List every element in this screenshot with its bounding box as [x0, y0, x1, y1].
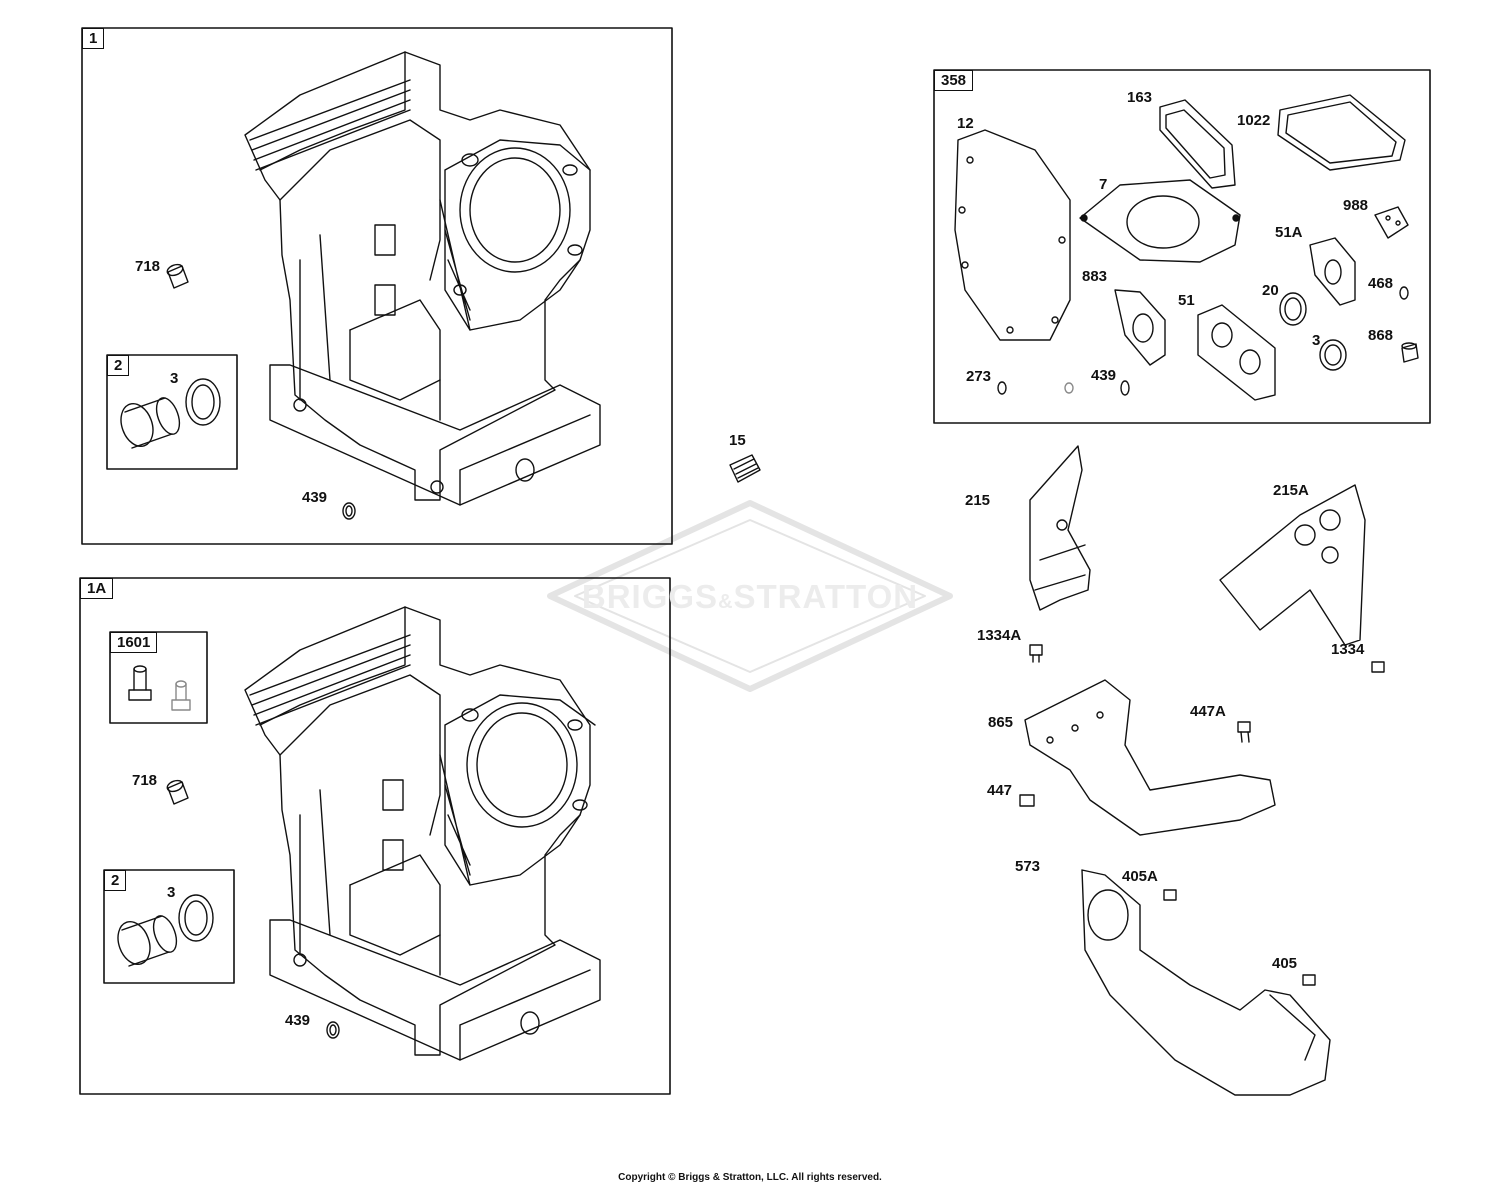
watermark-amp: & [718, 591, 734, 613]
washer-439 [342, 502, 356, 520]
bolt-405 [1302, 974, 1316, 986]
cylinder-block-illustration [244, 51, 601, 506]
group-1a-frame [79, 577, 671, 1095]
copyright-notice: Copyright © Briggs & Stratton, LLC. All … [618, 1172, 882, 1183]
oil-seal-20 [1279, 292, 1307, 326]
shield-865 [1024, 679, 1276, 836]
callout-868: 868 [1368, 327, 1394, 344]
shield-215 [1029, 445, 1091, 611]
bolt-405a [1163, 889, 1177, 901]
callout-20: 20 [1262, 282, 1279, 299]
shield-215a [1219, 484, 1366, 646]
callout-439: 439 [302, 489, 328, 506]
watermark-text: BRIGGS&STRATTON [560, 578, 940, 616]
callout-15: 15 [729, 432, 746, 449]
callout-3: 3 [170, 370, 179, 387]
group-label-358: 358 [934, 70, 974, 91]
callout-215: 215 [965, 492, 991, 509]
callout-468: 468 [1368, 275, 1394, 292]
bearing-sleeve-2 [120, 397, 181, 449]
callout-405a: 405A [1122, 868, 1158, 885]
callout-163: 163 [1127, 89, 1153, 106]
group-label-1601: 1601 [110, 632, 158, 653]
gasket-12 [954, 129, 1071, 341]
oil-seal-3 [185, 378, 221, 426]
callout-439-c: 439 [1091, 367, 1117, 384]
group-358-frame [933, 69, 1431, 424]
callout-865: 865 [988, 714, 1014, 731]
group-label-1: 1 [82, 28, 105, 49]
bolt-447 [1019, 794, 1035, 807]
oil-seal-3-b [178, 894, 214, 942]
valve-seal-868 [1401, 342, 1419, 363]
watermark-brand-b: STRATTON [733, 578, 919, 615]
callout-12: 12 [957, 115, 974, 132]
bolt-1601 [128, 665, 191, 711]
watermark-brand-a: BRIGGS [581, 578, 719, 615]
callout-573: 573 [1015, 858, 1041, 875]
plug-15 [729, 454, 761, 483]
group-2b-frame [103, 869, 235, 984]
callout-1334a: 1334A [977, 627, 1022, 644]
ring-273 [997, 381, 1007, 395]
callout-7: 7 [1099, 176, 1108, 193]
gasket-51 [1197, 304, 1276, 401]
bearing-sleeve-2-b [117, 915, 178, 967]
callout-988: 988 [1343, 197, 1369, 214]
ring-439-c [1120, 380, 1130, 396]
callout-215a: 215A [1273, 482, 1309, 499]
callout-447a: 447A [1190, 703, 1226, 720]
blower-housing-573 [1081, 869, 1331, 1096]
ring-small [1064, 382, 1074, 394]
callout-273: 273 [966, 368, 992, 385]
cylinder-block-1a-illustration [244, 606, 601, 1061]
dowel-pin-718 [166, 263, 189, 289]
callout-51: 51 [1178, 292, 1195, 309]
washer-439-b [326, 1021, 340, 1039]
callout-447: 447 [987, 782, 1013, 799]
group-2a-frame [106, 354, 238, 470]
briggs-stratton-watermark-logo [547, 500, 953, 692]
gasket-1022 [1277, 94, 1406, 171]
callout-3-b: 3 [167, 884, 176, 901]
group-label-2b: 2 [104, 870, 127, 891]
dowel-pin-718-b [166, 779, 189, 805]
callout-3-c: 3 [1312, 332, 1321, 349]
seal-3-c [1319, 339, 1347, 371]
group-1-frame [81, 27, 673, 545]
gasket-51a [1309, 237, 1356, 306]
head-gasket-7 [1079, 179, 1241, 263]
callout-1334: 1334 [1331, 641, 1365, 658]
callout-718: 718 [135, 258, 161, 275]
bolt-1334a [1029, 644, 1043, 663]
group-label-1a: 1A [80, 578, 114, 599]
callout-405: 405 [1272, 955, 1298, 972]
group-1601-frame [109, 631, 208, 724]
gasket-883 [1114, 289, 1166, 366]
group-label-2a: 2 [107, 355, 130, 376]
bolt-1334 [1371, 661, 1385, 673]
callout-1022: 1022 [1237, 112, 1271, 129]
callout-439-b: 439 [285, 1012, 311, 1029]
ring-468 [1399, 286, 1409, 300]
callout-718-b: 718 [132, 772, 158, 789]
callout-51a: 51A [1275, 224, 1303, 241]
callout-883: 883 [1082, 268, 1108, 285]
gasket-988 [1374, 206, 1409, 239]
bolt-447a [1237, 721, 1251, 743]
gasket-163 [1159, 99, 1236, 189]
